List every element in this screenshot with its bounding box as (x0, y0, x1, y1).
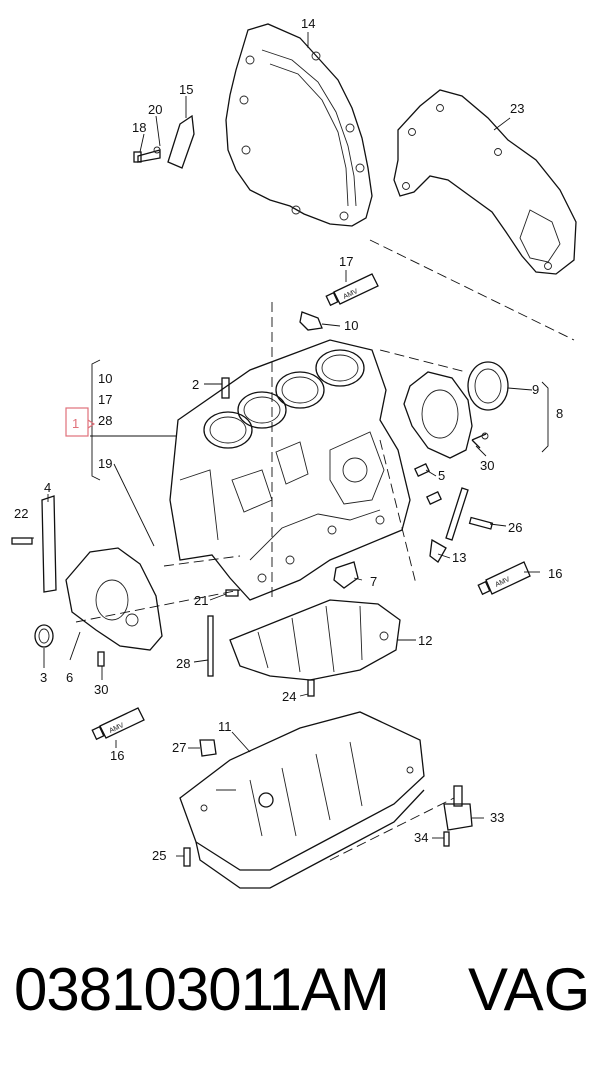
bracket-assembly (133, 114, 195, 169)
callout-16-left: 16 (110, 748, 124, 763)
callout-10: 10 (98, 371, 112, 386)
part-number: 038103011AM (14, 956, 390, 1023)
callout-19: 19 (98, 456, 112, 471)
callout-9: 9 (532, 382, 539, 397)
seal-ring-3 (34, 624, 54, 648)
bolt-24 (307, 679, 315, 697)
callout-26: 26 (508, 520, 522, 535)
rear-cover-plate (225, 23, 373, 227)
timing-cover-plate (393, 89, 577, 275)
callout-14: 14 (301, 16, 315, 31)
callout-34: 34 (414, 830, 428, 845)
bolt-25 (183, 847, 191, 867)
callout-28-block: 28 (98, 413, 112, 428)
callout-27: 27 (172, 740, 186, 755)
callout-3: 3 (40, 670, 47, 685)
bolt-28 (207, 615, 214, 677)
callout-20: 20 (148, 102, 162, 117)
callout-2: 2 (192, 377, 199, 392)
dowel-21 (225, 589, 239, 597)
bracket-4 (11, 495, 57, 593)
oil-jet-13 (429, 487, 469, 563)
callout-17: 17 (98, 392, 112, 407)
highlight-box (65, 407, 89, 437)
callout-6: 6 (66, 670, 73, 685)
bushing-5 (414, 462, 442, 506)
plug-10 (299, 311, 323, 331)
callout-13: 13 (452, 550, 466, 565)
callout-25: 25 (152, 848, 166, 863)
sealant-tube-right: AMV (477, 561, 531, 596)
callout-5: 5 (438, 468, 445, 483)
callout-18: 18 (132, 120, 146, 135)
callout-1: 1 (72, 416, 79, 431)
callout-16-right: 16 (548, 566, 562, 581)
bolt-26 (468, 516, 494, 530)
sealant-tube-left: AMV (91, 707, 145, 741)
sealant-tube-top: AMV (325, 273, 379, 307)
callout-17-top: 17 (339, 254, 353, 269)
tube-label-16-right: AMV (494, 576, 511, 589)
bolt-30-left (97, 651, 105, 667)
sensor-7 (333, 561, 359, 589)
brand-name: VAG (468, 956, 591, 1023)
oil-baffle-12 (229, 599, 401, 681)
callout-33: 33 (490, 810, 504, 825)
callout-11: 11 (218, 719, 232, 734)
callout-8: 8 (556, 406, 563, 421)
callout-7: 7 (370, 574, 377, 589)
bolt-30-right (471, 432, 489, 449)
bolt-34 (443, 831, 450, 847)
drain-plug-27 (199, 739, 217, 757)
callout-23: 23 (510, 101, 524, 116)
seal-flange (403, 371, 473, 459)
callout-10-top: 10 (344, 318, 358, 333)
callout-30-right: 30 (480, 458, 494, 473)
callout-21: 21 (194, 593, 208, 608)
engine-block (169, 339, 411, 601)
callout-4: 4 (44, 480, 51, 495)
leader-lines (24, 32, 549, 857)
callout-28: 28 (176, 656, 190, 671)
callout-22: 22 (14, 506, 28, 521)
callout-24: 24 (282, 689, 296, 704)
sensor-33 (443, 785, 473, 831)
oil-pump-cover (65, 547, 163, 651)
part-caption: 038103011AM VAG (0, 955, 600, 1035)
callout-12: 12 (418, 633, 432, 648)
oil-pan-11 (179, 711, 425, 889)
callout-labels: 14 15 20 18 23 17 10 2 10 17 28 1 19 9 8… (14, 16, 563, 863)
exploded-parts-diagram: AMV (11, 16, 577, 889)
alignment-lines (75, 239, 575, 861)
callout-15: 15 (179, 82, 193, 97)
callout-30-left: 30 (94, 682, 108, 697)
crankshaft-seal (467, 361, 509, 411)
